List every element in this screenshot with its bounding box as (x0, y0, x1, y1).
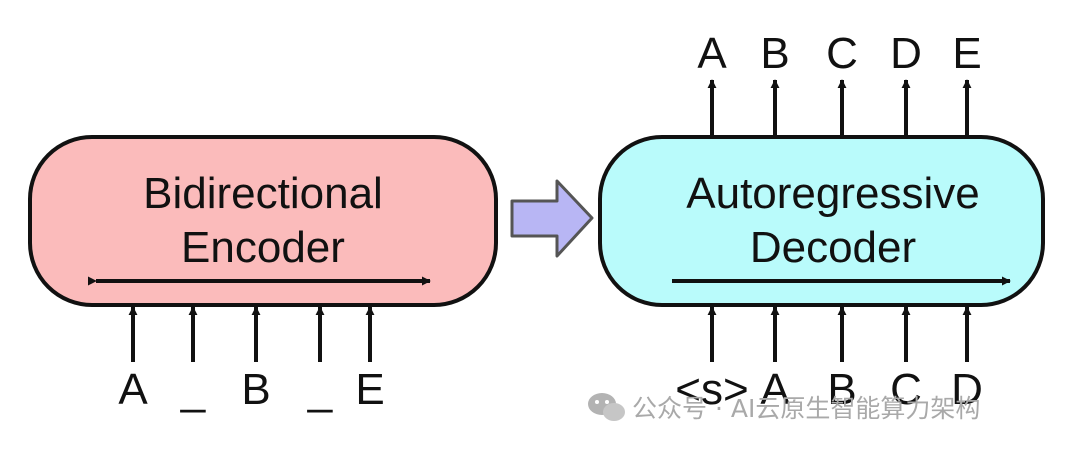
decoder-block: Autoregressive Decoder (598, 135, 1045, 307)
encoder-block: Bidirectional Encoder (28, 135, 498, 307)
encoder-input-token: _ (180, 365, 206, 414)
encoder-to-decoder-arrow (510, 179, 594, 258)
watermark-text: 公众号 · AI云原生智能算力架构 (632, 394, 980, 423)
decoder-output-token: B (760, 29, 789, 78)
decoder-input-token: D (951, 365, 983, 414)
decoder-box (598, 135, 1045, 307)
encoder-input-token: A (118, 365, 148, 414)
decoder-input-token: <s> (675, 365, 748, 414)
decoder-title-line2: Decoder (750, 223, 916, 272)
encoder-input-token: E (355, 365, 384, 414)
encoder-input-token: _ (307, 365, 333, 414)
decoder-input-token: B (827, 365, 856, 414)
decoder-input-token: A (760, 365, 790, 414)
decoder-title-line1: Autoregressive (686, 169, 979, 218)
decoder-input-token: C (890, 365, 922, 414)
watermark: 公众号 · AI云原生智能算力架构 (588, 393, 980, 423)
decoder-output-token: A (697, 29, 727, 78)
wechat-icon (588, 393, 625, 421)
encoder-title-line2: Encoder (181, 223, 345, 272)
encoder-title-line1: Bidirectional (143, 169, 383, 218)
encoder-input-token: B (241, 365, 270, 414)
decoder-output-token: D (890, 29, 922, 78)
decoder-output-token: C (826, 29, 858, 78)
decoder-output-token: E (952, 29, 981, 78)
encoder-inputs: A _ B _ E (118, 306, 385, 414)
encoder-box (28, 135, 498, 307)
